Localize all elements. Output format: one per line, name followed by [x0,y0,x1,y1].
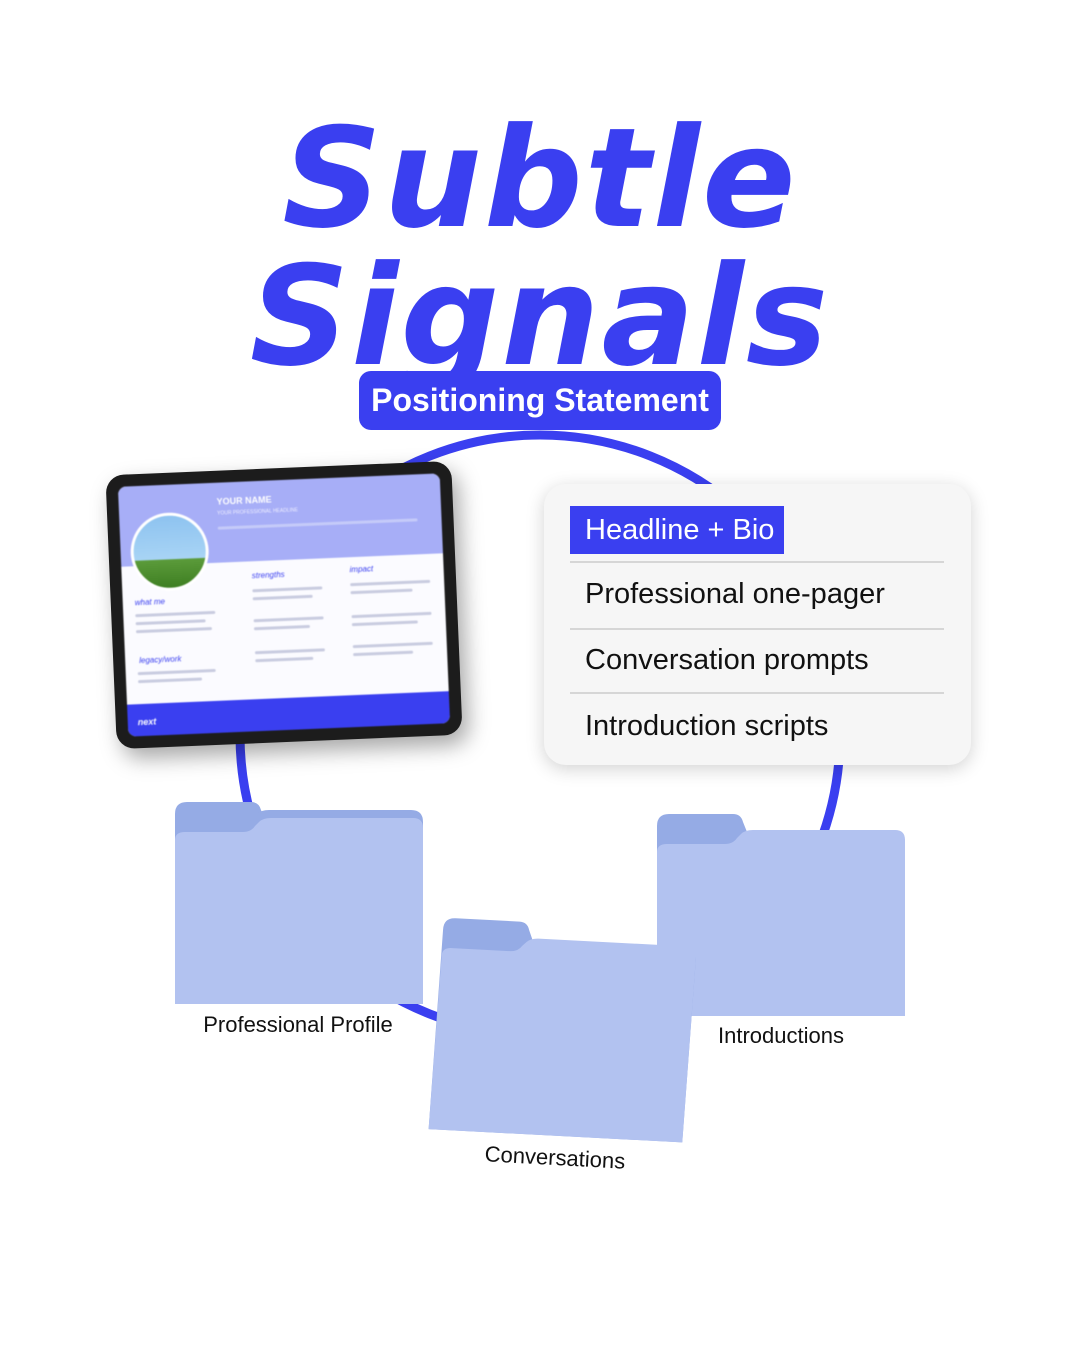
folder-professional-profile-label: Professional Profile [203,1012,393,1037]
section-legacy: legacy/work [139,654,182,666]
divider [570,628,944,630]
section-about: what me [134,596,166,608]
folder-introductions-label: Introductions [718,1023,844,1048]
deliverables-card: Headline + Bio Professional one-pager Co… [544,484,971,765]
one-pager-tablet: YOUR NAME YOUR PROFESSIONAL HEADLINE str… [105,460,463,750]
folder-introductions-icon [657,814,905,1016]
tablet-footer-logo: next [137,716,157,728]
tablet-screen: YOUR NAME YOUR PROFESSIONAL HEADLINE str… [117,473,451,737]
deliverable-headline-bio: Headline + Bio [570,506,784,554]
section-impact: impact [349,564,374,575]
tablet-footer [127,691,451,737]
deliverable-introduction-scripts: Introduction scripts [585,710,829,742]
divider [570,561,944,563]
folder-conversations-icon [428,918,696,1143]
folder-professional-profile-icon [175,802,423,1004]
deliverable-one-pager: Professional one-pager [585,578,885,610]
section-strengths: strengths [251,569,285,581]
deliverable-conversation-prompts: Conversation prompts [585,644,869,676]
positioning-statement-badge: Positioning Statement [359,371,721,430]
divider [570,692,944,694]
page-title: Subtle Signals [249,98,831,397]
